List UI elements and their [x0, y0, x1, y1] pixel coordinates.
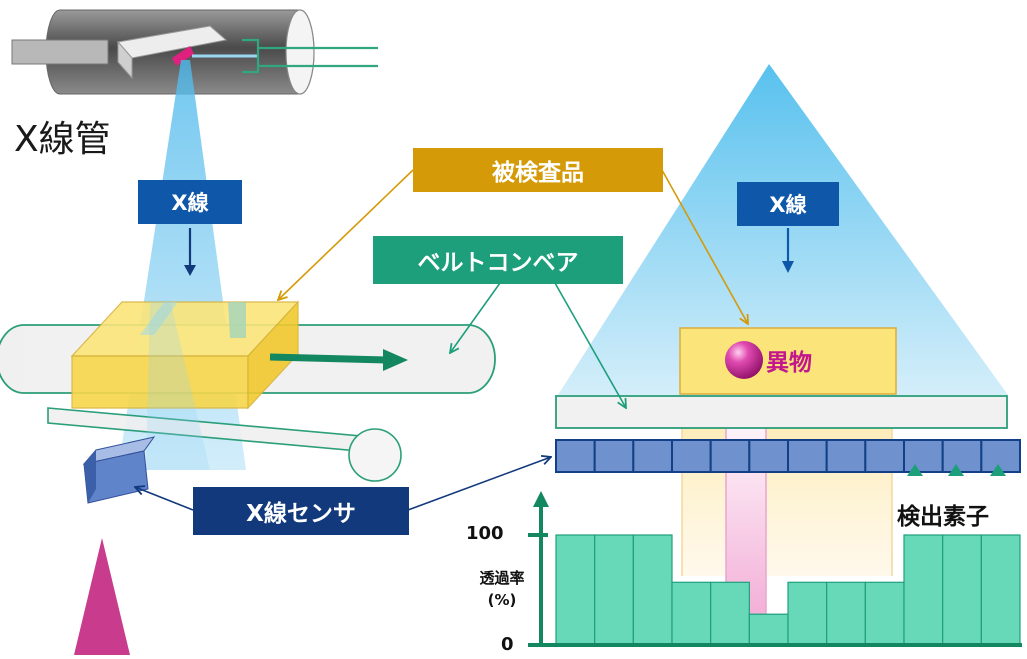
transmission-chart-axes: [528, 491, 1022, 647]
conveyor-leader-line-right: [554, 282, 626, 408]
sensor-leader-line-left: [135, 487, 194, 511]
conveyor-leader-line-left: [450, 282, 501, 353]
transmission-bar: [864, 581, 905, 646]
detector-cell: [671, 439, 712, 473]
transmission-bar: [594, 534, 634, 646]
transmission-bar: [980, 534, 1021, 646]
y-axis-label: 透過率 (%): [470, 567, 534, 611]
magenta-peak-shape: [74, 538, 130, 655]
transmission-bar: [555, 534, 596, 646]
transmission-bar: [903, 534, 944, 646]
detector-cell: [632, 439, 673, 473]
detector-marker-icons: [907, 464, 1006, 476]
detector-cell: [825, 439, 867, 473]
transmission-bar: [710, 581, 750, 646]
detector-row: [555, 439, 1021, 473]
transmission-bar: [826, 581, 866, 646]
detector-cell: [593, 439, 635, 473]
xray-tube-icon: [11, 9, 378, 95]
detector-cell: [555, 439, 596, 473]
xray-down-arrow-right-icon: [782, 228, 794, 273]
detector-cell: [864, 439, 905, 473]
transmission-bar: [942, 534, 982, 646]
transmission-bar: [632, 534, 673, 646]
y-axis-label-line2: (%): [487, 591, 517, 609]
right-conveyor-belt: [555, 395, 1008, 429]
xray-label-left: X線: [138, 180, 242, 224]
item-leader-line-right: [661, 169, 748, 324]
conveyor-direction-arrow-icon: [269, 349, 408, 371]
foreign-object-icon: [725, 341, 763, 379]
conveyor-label: ベルトコンベア: [373, 236, 623, 284]
item-leader-line-left: [278, 169, 414, 300]
transmission-bar: [787, 581, 828, 646]
sensor-leader-line-right: [407, 457, 551, 511]
detector-cell: [709, 439, 751, 473]
detector-cell: [980, 439, 1021, 473]
detector-elements-label: 検出素子: [897, 504, 989, 530]
right-inspected-item: [679, 327, 897, 395]
left-sensor-bar: [82, 436, 156, 504]
detector-cell: [941, 439, 983, 473]
xray-down-arrow-left-icon: [184, 228, 196, 276]
y-axis-label-line1: 透過率: [479, 569, 525, 587]
xray-sensor-label: X線センサ: [193, 487, 409, 535]
axis-tick-0: 0: [501, 634, 514, 655]
detector-cell: [748, 439, 789, 473]
transmission-bar: [748, 613, 789, 646]
foreign-object-label: 異物: [766, 350, 812, 376]
axis-tick-100: 100: [466, 523, 504, 544]
detector-cell: [787, 439, 828, 473]
xray-tube-label: X線管: [14, 119, 111, 160]
xray-label-right: X線: [737, 182, 839, 226]
transmission-bar: [671, 581, 712, 646]
detector-cell: [903, 439, 944, 473]
transmission-chart-bars: [555, 534, 1021, 646]
right-xray-beam: [558, 64, 1008, 395]
inspected-item-label: 被検査品: [413, 148, 663, 192]
